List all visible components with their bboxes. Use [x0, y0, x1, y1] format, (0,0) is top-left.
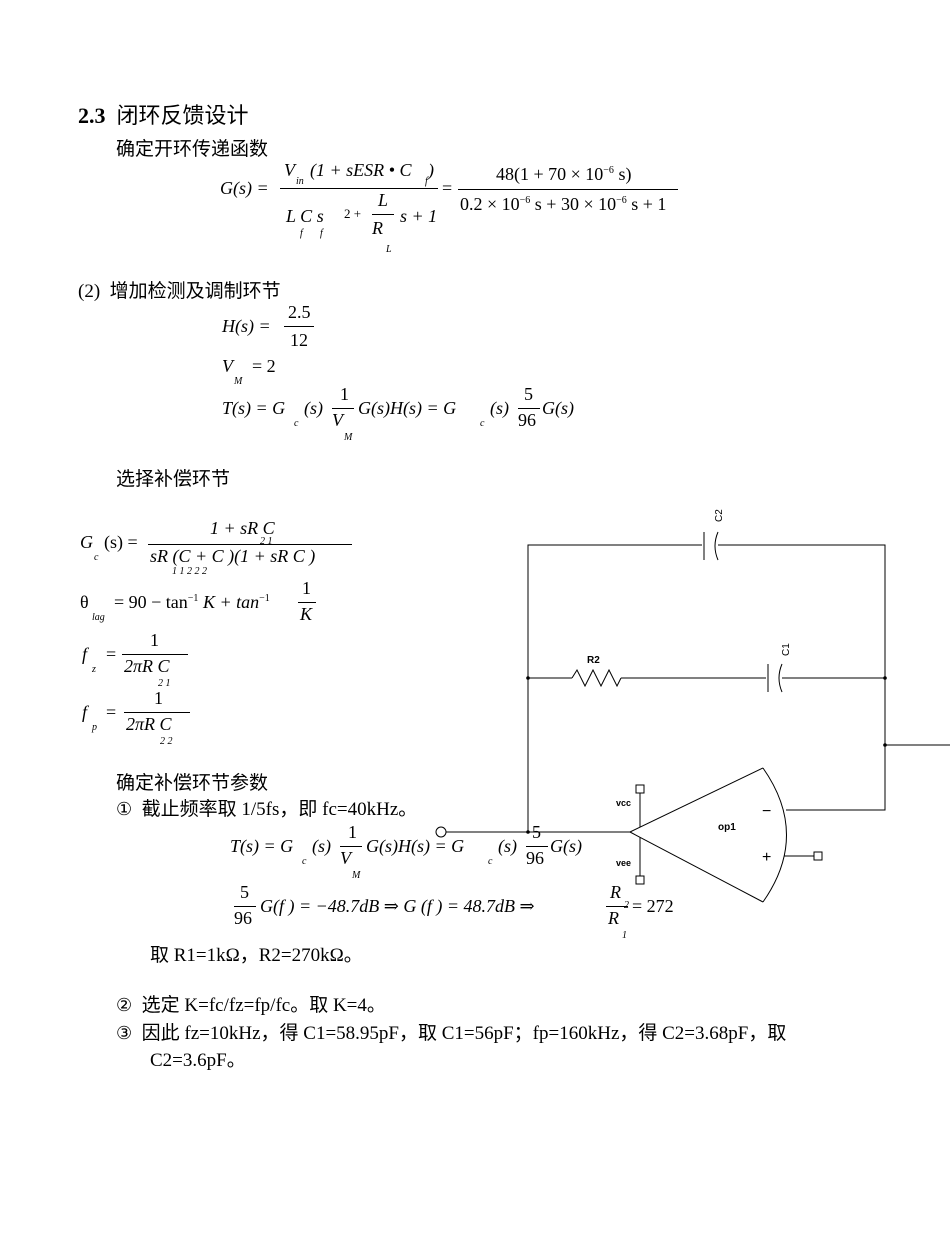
gc-equation: G c (s) = 1 + sR C 2 1 sR (C + C )(1 + s…	[80, 518, 380, 578]
section-number: 2.3	[78, 103, 106, 128]
g-num1-v: V	[284, 160, 295, 180]
item-3: ③ 因此 fz=10kHz，得 C1=58.95pF，取 C1=56pF；fp=…	[116, 1023, 787, 1044]
g-den-R: R	[372, 218, 383, 238]
minus-label: −	[762, 803, 771, 820]
c2-plate-right	[714, 531, 719, 561]
h-num: 2.5	[288, 302, 311, 322]
g-num1-rest: (1 + sESR • C	[310, 160, 412, 180]
g-num2: 48(1 + 70 × 10−6 s)	[496, 164, 632, 184]
vm-equation: V M = 2	[222, 356, 276, 387]
c2-label: C2	[714, 509, 725, 522]
item-1-take: 取 R1=1kΩ，R2=270kΩ。	[150, 945, 363, 966]
g-inner-frac	[372, 214, 394, 215]
g-den-b: 2 +	[344, 206, 362, 221]
c1-plate-right	[778, 663, 783, 693]
c1-label: C1	[781, 643, 792, 656]
theta-equation: θ lag = 90 − tan−1 K + tan−1 1 K	[80, 578, 340, 630]
gain-equation: 5 96 G(f ) = −48.7dB ⇒ G (f ) = 48.7dB ⇒…	[234, 882, 674, 941]
junction-dot	[526, 830, 530, 834]
h-equation: H(s) = 2.5 12	[222, 302, 342, 352]
junction-dot	[883, 743, 887, 747]
item-3-cont: C2=3.6pF。	[150, 1050, 246, 1071]
fz-equation: f z = 1 2πR C 2 1	[82, 630, 202, 690]
item-1-marker: ①	[116, 799, 133, 820]
g-den-fsub2: f	[320, 228, 323, 239]
section-heading: 2.3 闭环反馈设计	[78, 98, 249, 130]
item-2: ② 选定 K=fc/fz=fp/fc。取 K=4。	[116, 995, 386, 1016]
g-den-c: s + 1	[400, 206, 438, 226]
opamp-body-lower	[629, 831, 764, 903]
detect-label: (2) 增加检测及调制环节	[78, 281, 281, 302]
h-frac-line	[284, 326, 314, 327]
plus-terminal	[813, 851, 823, 861]
junction-dot	[526, 676, 530, 680]
fp-equation: f p = 1 2πR C 2 2	[82, 688, 202, 748]
g-num1-close: )	[428, 160, 434, 180]
opamp-arc	[762, 767, 787, 903]
input-terminal	[435, 826, 447, 838]
vee-label: vee	[616, 858, 631, 868]
g-den2: 0.2 × 10−6 s + 30 × 10−6 s + 1	[460, 194, 667, 214]
g-den-fsub: f	[300, 228, 303, 239]
vee-terminal	[635, 875, 645, 885]
g-frac-line-1	[280, 188, 438, 189]
c2-branch-wire	[527, 544, 702, 832]
r2-resistor	[571, 668, 622, 688]
vcc-label: vcc	[616, 798, 631, 808]
op-label: op1	[718, 822, 736, 833]
g-num1-sub: in	[296, 176, 304, 187]
opamp-body	[629, 767, 764, 833]
plus-label: +	[762, 849, 771, 866]
g-den-a: L C s	[286, 206, 324, 226]
h-den: 12	[290, 330, 308, 350]
select-comp-label: 选择补偿环节	[116, 469, 231, 490]
g-eq2: =	[442, 178, 453, 198]
vcc-terminal	[635, 784, 645, 794]
section-title: 闭环反馈设计	[116, 103, 249, 128]
g-den-L: L	[378, 190, 389, 210]
item-1: ① 截止频率取 1/5fs，即 fc=40kHz。	[116, 799, 418, 820]
g-den-Lsub: L	[386, 244, 392, 255]
open-loop-label: 确定开环传递函数	[116, 139, 269, 160]
comp-params-label: 确定补偿环节参数	[116, 773, 269, 794]
junction-dot	[883, 676, 887, 680]
r2-label: R2	[587, 655, 600, 666]
g-equation: G(s) = V in (1 + sESR • C f ) L L C s f …	[220, 160, 700, 260]
t-equation-1: T(s) = G c (s) 1 V M G(s)H(s) = G c (s) …	[222, 384, 574, 443]
t-equation-2: T(s) = G c (s) 1 V M G(s)H(s) = G c (s) …	[230, 822, 582, 881]
g-lhs: G(s) =	[220, 178, 269, 198]
g-frac-line-2	[458, 189, 678, 190]
g-num1-sub2: f	[425, 176, 428, 187]
h-lhs: H(s) =	[222, 316, 271, 336]
